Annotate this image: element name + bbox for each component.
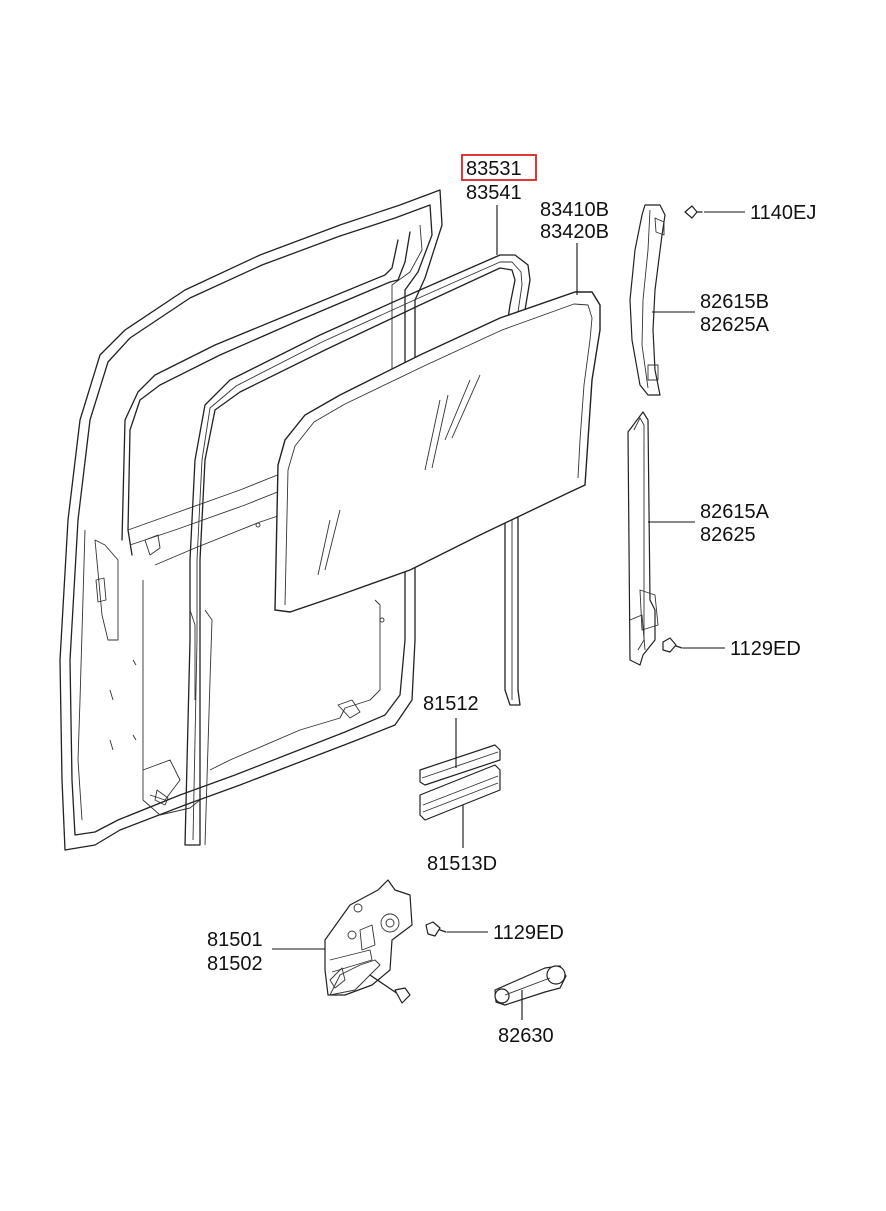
bolt-1129ed-lower-icon [425, 921, 447, 937]
part-label-83531[interactable]: 83531 [466, 158, 522, 180]
window-regulator [324, 879, 413, 1004]
part-label-81512[interactable]: 81512 [423, 693, 479, 715]
leader-lines [272, 205, 745, 1020]
part-label-82630[interactable]: 82630 [498, 1025, 554, 1047]
run-channel-upper [629, 204, 666, 396]
part-label-82625[interactable]: 82625 [700, 524, 756, 546]
part-label-1140ej[interactable]: 1140EJ [750, 202, 816, 224]
bolt-1140ej-icon [684, 205, 703, 219]
part-label-1129ed-upper[interactable]: 1129ED [730, 638, 801, 660]
run-channel-lower [627, 411, 659, 666]
glass-channel [419, 744, 501, 821]
part-label-82625a[interactable]: 82625A [700, 314, 770, 336]
part-label-82615b[interactable]: 82615B [700, 291, 769, 313]
door-weatherstrip [184, 254, 531, 846]
part-label-81513d[interactable]: 81513D [427, 853, 497, 875]
door-glass [274, 291, 601, 613]
part-label-81501[interactable]: 81501 [207, 929, 263, 951]
part-label-83410b[interactable]: 83410B [540, 199, 609, 221]
part-label-82615a[interactable]: 82615A [700, 501, 770, 523]
crank-handle-icon [494, 965, 567, 1006]
highlight-box [461, 154, 537, 181]
bolt-1129ed-upper-icon [662, 637, 683, 653]
part-label-1129ed-lower[interactable]: 1129ED [493, 922, 564, 944]
part-label-83541[interactable]: 83541 [466, 182, 522, 204]
part-label-81502[interactable]: 81502 [207, 953, 263, 975]
part-label-83420b[interactable]: 83420B [540, 221, 609, 243]
